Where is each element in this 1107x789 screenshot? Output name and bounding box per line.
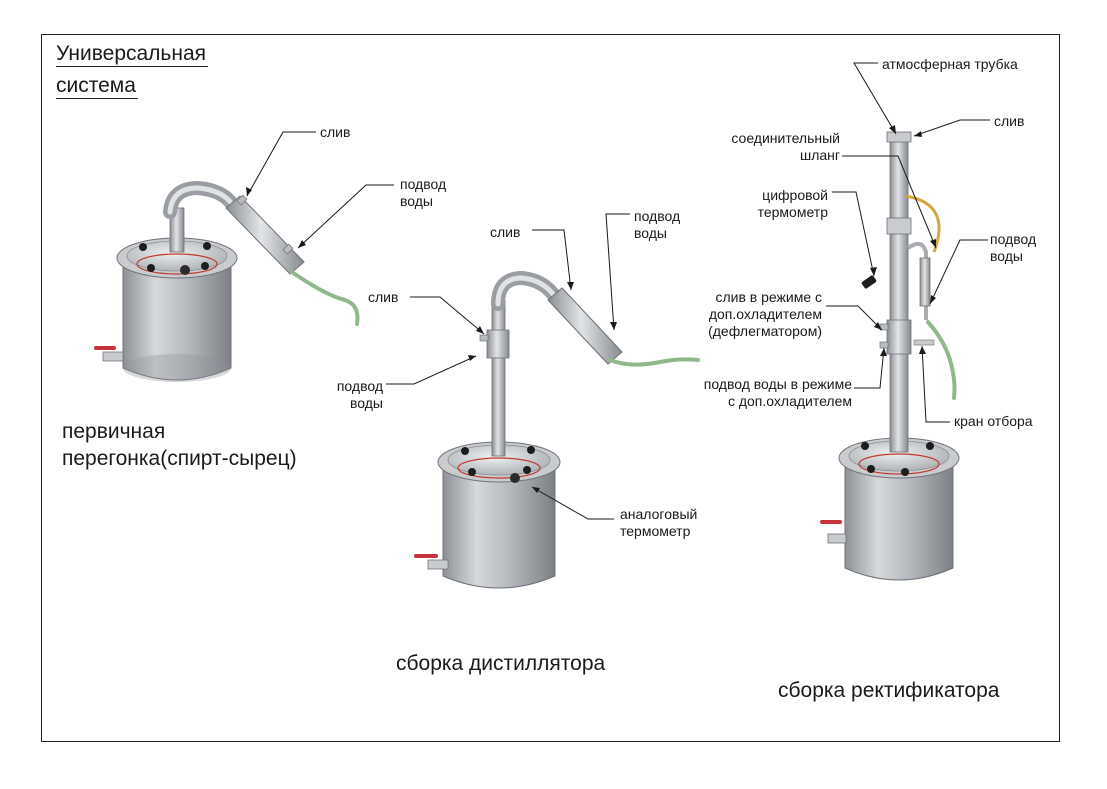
- label-drain-top: слив: [490, 224, 521, 240]
- distiller-caption: сборка дистиллятора: [396, 652, 606, 675]
- primary-caption: первичная перегонка(спирт-сырец): [62, 420, 297, 470]
- label-atmospheric-tube: атмосферная трубка: [882, 56, 1018, 72]
- label-take-off-valve: кран отбора: [954, 413, 1033, 429]
- label-drain-left: слив: [368, 289, 399, 305]
- distiller-assembly: [386, 213, 700, 589]
- primary-still: [94, 131, 394, 382]
- rectifier-caption: сборка ректификатора: [778, 679, 1000, 702]
- diagram-title-line2: система: [56, 74, 138, 99]
- label-drain-rect: слив: [994, 113, 1025, 129]
- diagram-title: Универсальная: [56, 42, 209, 67]
- label-drain: слив: [320, 124, 351, 140]
- diagram-frame: [41, 34, 1060, 742]
- rectifier-assembly: [820, 62, 990, 581]
